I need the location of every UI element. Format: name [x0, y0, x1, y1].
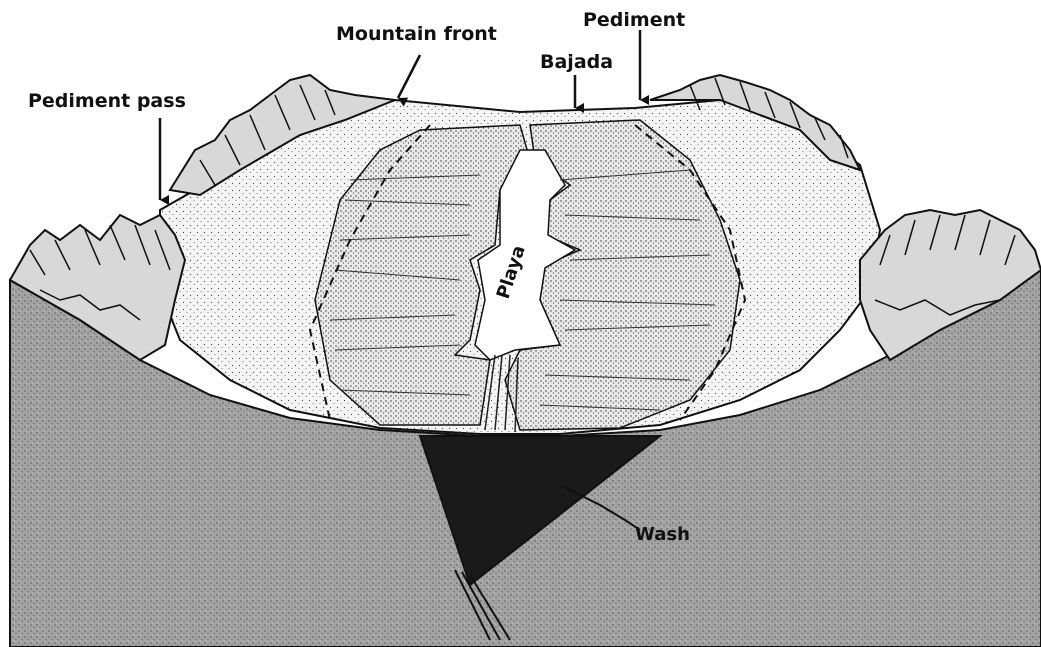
label-pediment: Pediment [583, 9, 685, 31]
label-bajada: Bajada [540, 51, 613, 73]
label-wash: Wash [635, 524, 690, 545]
label-mountain-front: Mountain front [336, 23, 497, 45]
label-pediment-pass: Pediment pass [28, 90, 186, 112]
